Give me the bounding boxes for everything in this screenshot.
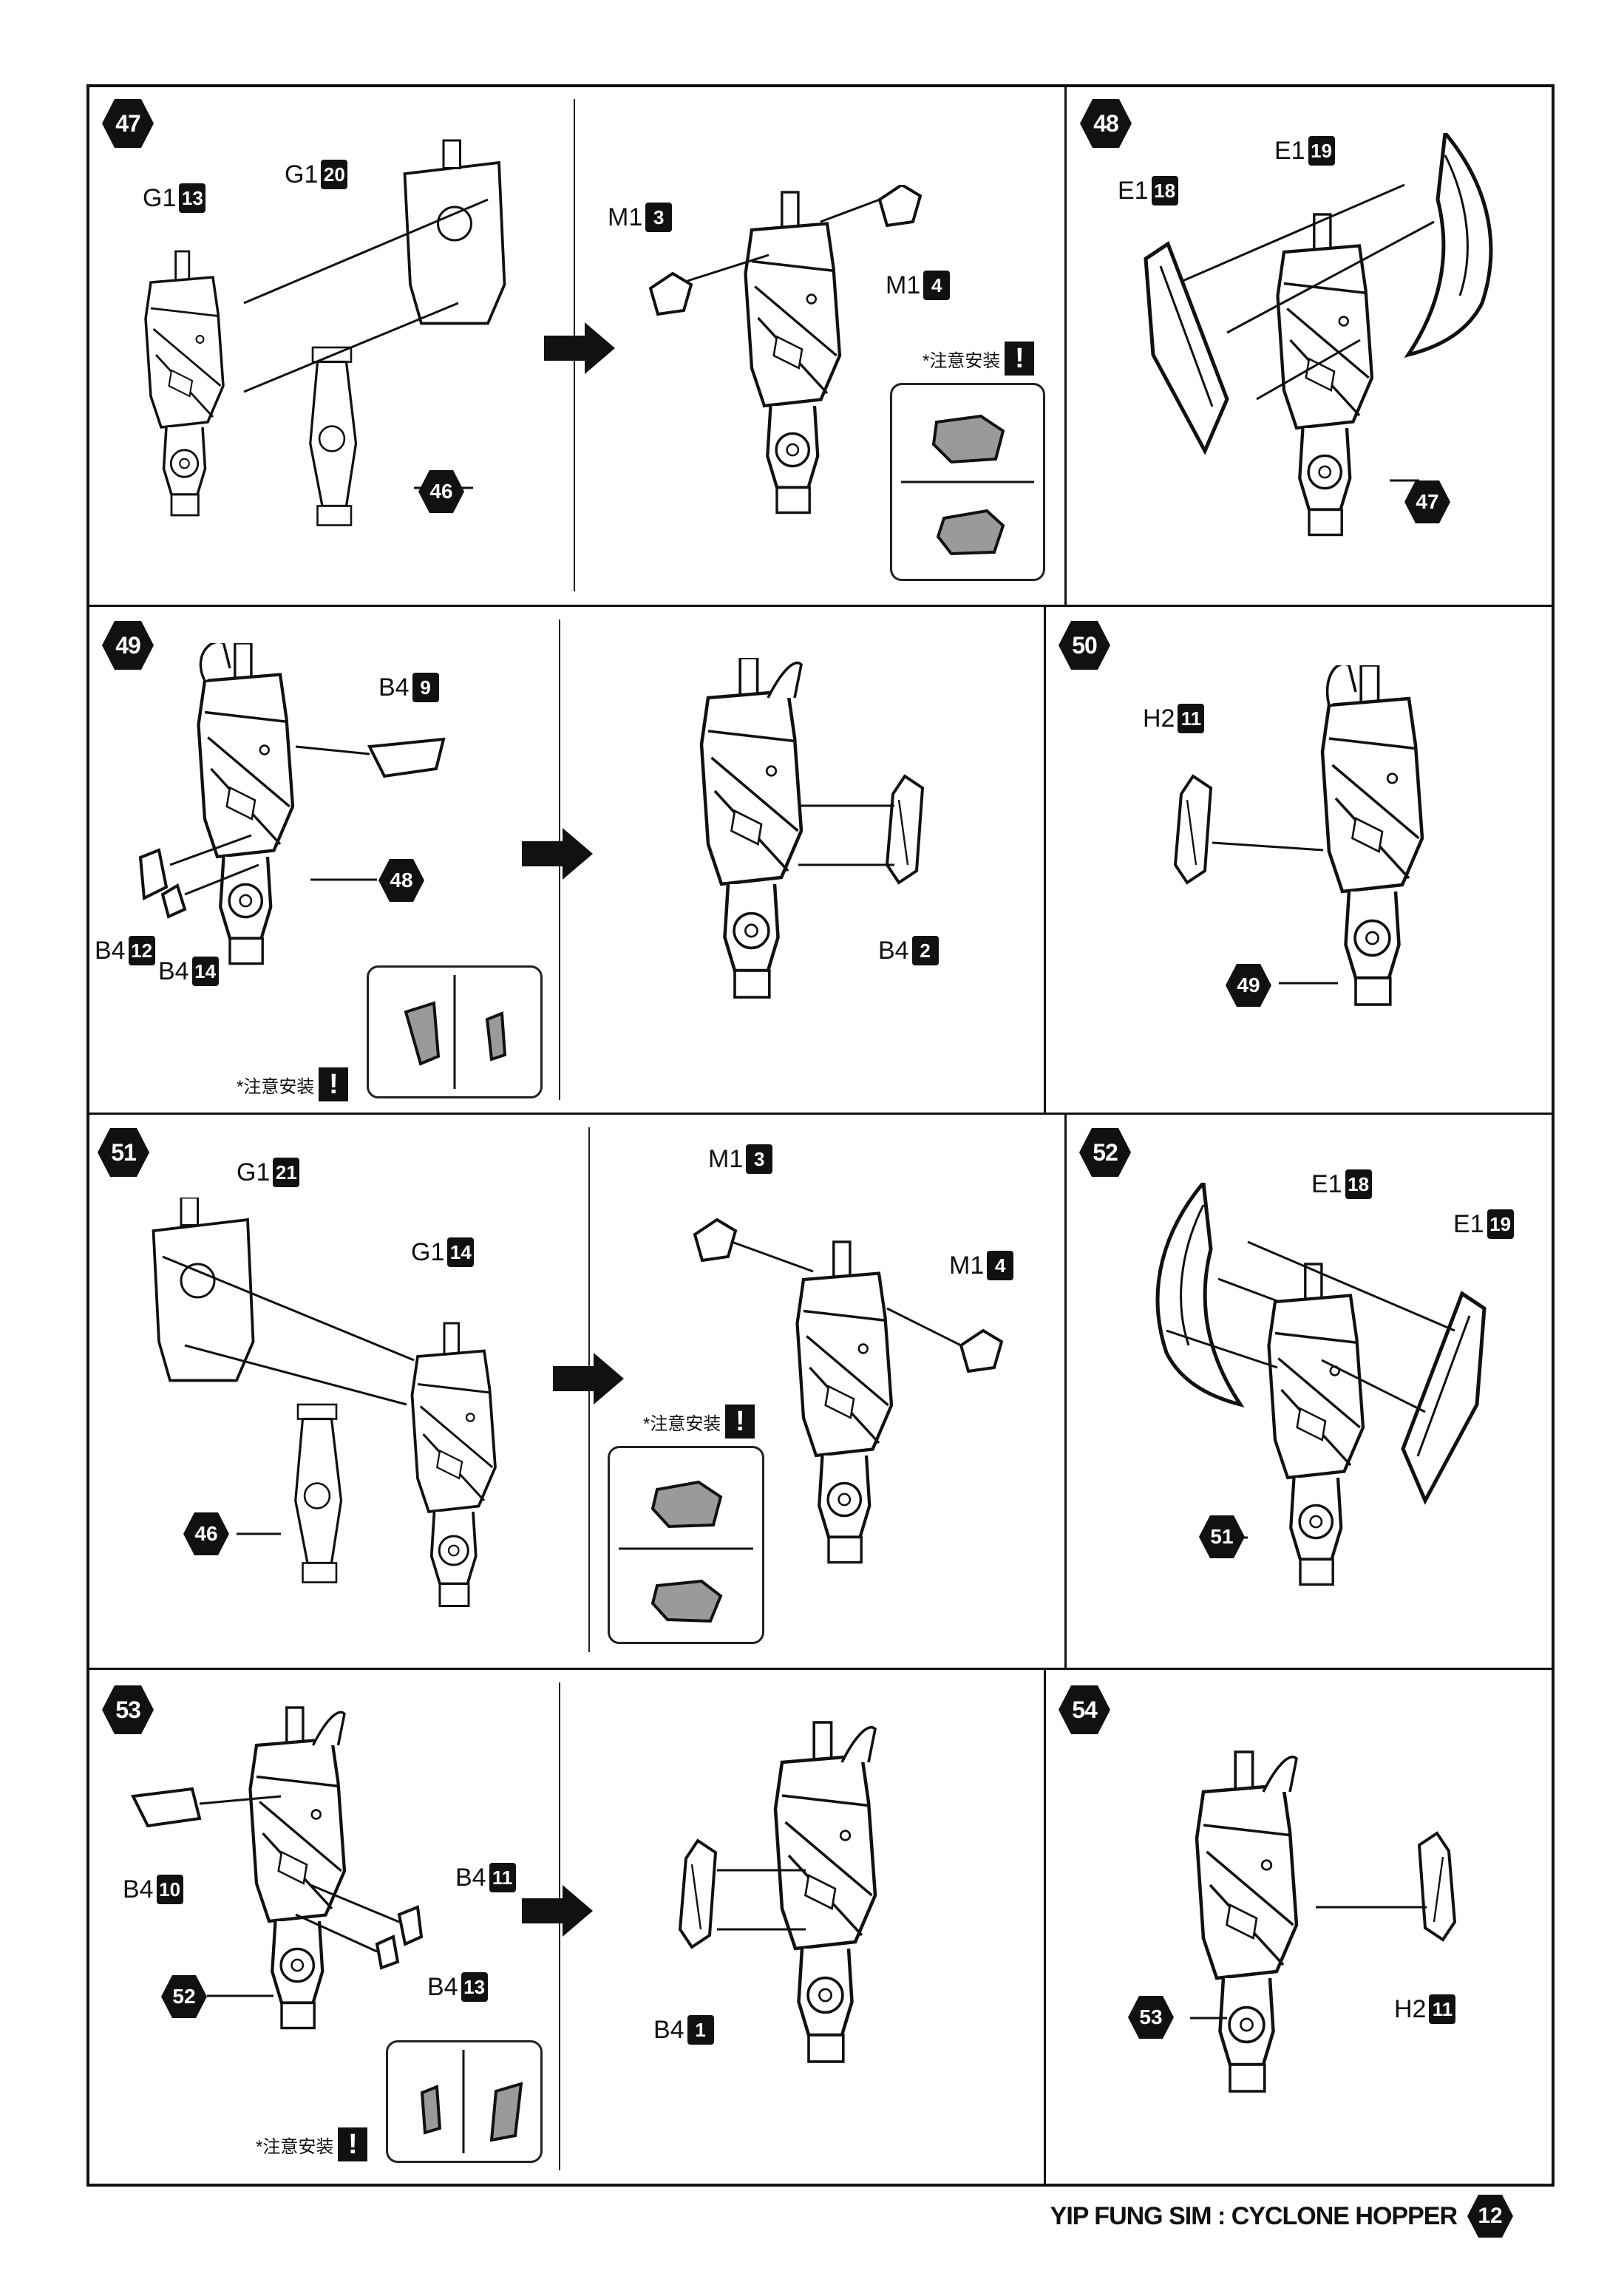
- step49-assembly-drawing: [138, 643, 446, 1028]
- step-badge-48: 48: [1080, 98, 1132, 149]
- ref-badge-49: 49: [1226, 962, 1271, 1008]
- warning-icon: !: [338, 2127, 368, 2161]
- step-badge-51: 51: [98, 1127, 149, 1178]
- orientation-hint-47: [890, 383, 1045, 581]
- step47-next-arrow: [544, 322, 615, 374]
- attention-note-53: *注意安装!: [256, 2127, 368, 2161]
- attention-note-49: *注意安装!: [237, 1067, 349, 1101]
- step47-result-drawing: [649, 185, 922, 554]
- step53-assembly-drawing: [130, 1700, 424, 2085]
- ref-badge-46-step51: 46: [183, 1511, 229, 1557]
- instruction-frame: [86, 84, 1555, 2187]
- step-badge-53: 53: [102, 1684, 154, 1736]
- col-divider-row1: [1064, 84, 1067, 606]
- ref-badge-48: 48: [378, 857, 424, 903]
- warning-icon: !: [725, 1405, 755, 1439]
- step-badge-49: 49: [102, 619, 154, 671]
- step52-assembly-drawing: [1144, 1183, 1514, 1611]
- orientation-hint-53: [386, 2040, 543, 2163]
- ref-badge-46: 46: [418, 469, 464, 514]
- step53-result-drawing: [673, 1715, 954, 2099]
- page-number-badge: 12: [1467, 2193, 1513, 2239]
- col-divider-row4: [1044, 1668, 1046, 2187]
- ref-badge-47: 47: [1404, 479, 1450, 525]
- col-divider-row3: [1064, 1113, 1067, 1669]
- ref-badge-51: 51: [1199, 1514, 1245, 1560]
- step-badge-52: 52: [1079, 1127, 1131, 1178]
- warning-icon: !: [319, 1067, 349, 1101]
- orientation-hint-51: [608, 1446, 764, 1644]
- attention-note-51: *注意安装!: [643, 1405, 755, 1439]
- step53-next-arrow: [522, 1885, 593, 1937]
- col-divider-row2: [1044, 605, 1046, 1115]
- product-title: YIP FUNG SIM : CYCLONE HOPPER: [1050, 2201, 1458, 2230]
- step-badge-47: 47: [102, 98, 154, 149]
- step54-assembly-drawing: [1190, 1722, 1493, 2107]
- step-badge-50: 50: [1059, 619, 1110, 671]
- substep-divider-53: [559, 1682, 560, 2170]
- step49-result-drawing: [687, 658, 954, 1042]
- ref-badge-52: 52: [161, 1974, 207, 2020]
- step48-assembly-drawing: [1138, 133, 1523, 569]
- warning-icon: !: [1005, 342, 1035, 376]
- step-badge-54: 54: [1059, 1684, 1110, 1736]
- row-divider-1: [86, 605, 1555, 607]
- orientation-hint-49: [367, 965, 543, 1098]
- step51-next-arrow: [553, 1353, 624, 1405]
- row-divider-2: [86, 1113, 1555, 1115]
- step51-assembly-drawing: [152, 1198, 497, 1608]
- attention-note-47: *注意安装!: [923, 342, 1035, 376]
- row-divider-3: [86, 1668, 1555, 1670]
- step47-assembly-drawing: [144, 139, 506, 526]
- step49-next-arrow: [522, 828, 593, 880]
- ref-badge-53: 53: [1128, 1994, 1174, 2040]
- step51-result-drawing: [693, 1218, 1003, 1597]
- footer: YIP FUNG SIM : CYCLONE HOPPER 12: [1050, 2194, 1513, 2238]
- step50-assembly-drawing: [1168, 665, 1478, 1050]
